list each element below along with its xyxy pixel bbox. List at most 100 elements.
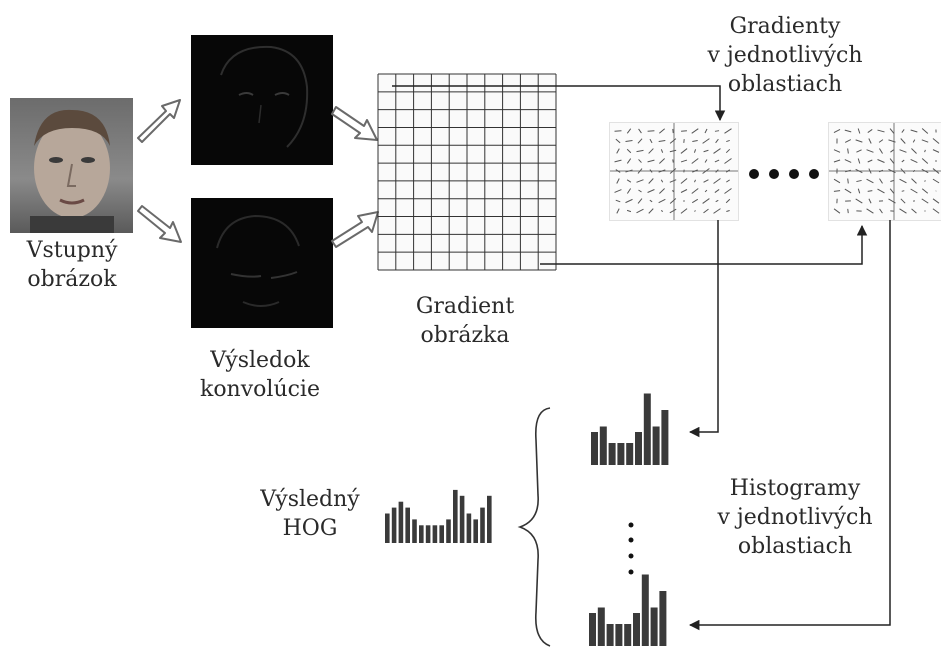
region-gradients-label-line1: Gradienty (729, 14, 841, 39)
gradient-vector (659, 158, 665, 164)
gradient-vector (669, 138, 677, 144)
histogram-result-hog (385, 489, 492, 543)
gradient-vector (888, 168, 896, 174)
ellipsis-dots (749, 169, 819, 179)
gradient-vector (615, 169, 621, 173)
gradient-vector (694, 179, 696, 183)
gradient-vector (910, 188, 918, 194)
input-face-image (10, 98, 133, 233)
gradient-vector (660, 149, 664, 153)
result-hog-label-line1: Výsledný (260, 487, 360, 512)
gradient-vector (867, 129, 873, 133)
gradient-vector (877, 188, 885, 194)
histogram-bar (617, 443, 625, 465)
gradient-vector (924, 180, 926, 182)
histogram-bar (591, 432, 598, 465)
gradient-vector (691, 158, 699, 164)
curly-brace (517, 407, 551, 647)
gradient-vector (899, 149, 907, 153)
region-histograms-label-line1: Histogramy (729, 476, 861, 501)
gradient-vector (921, 168, 929, 174)
image-gradient-label: Gradient obrázka (390, 292, 540, 350)
convolution-result-label: Výsledok konvolúcie (180, 346, 340, 404)
histogram-bar (661, 410, 669, 465)
input-image-label-line1: Vstupný (26, 238, 118, 263)
gradient-vector (703, 149, 709, 153)
histogram-bar (641, 574, 649, 646)
histogram-bar (432, 525, 438, 543)
gradient-vector (647, 189, 655, 193)
gradient-vector (637, 168, 643, 174)
gradient-vector (844, 188, 852, 194)
connector-lines (392, 85, 891, 631)
histogram-bar (650, 607, 658, 646)
gradient-vector (616, 208, 620, 214)
gradient-vector (912, 169, 916, 173)
gradient-vector (833, 159, 841, 163)
gradient-vector (900, 138, 906, 144)
input-image-label-line2: obrázok (27, 267, 117, 292)
histogram-bar (453, 489, 458, 543)
histogram-bar (419, 525, 424, 543)
gradient-vector (669, 179, 677, 183)
gradient-vector (921, 158, 929, 164)
gradient-vector (857, 188, 861, 194)
gradient-vector (626, 128, 632, 134)
gradient-vector (680, 189, 688, 193)
region-histograms-label: Histogramy v jednotlivých oblastiach (700, 474, 890, 561)
gradient-vector (692, 139, 698, 143)
gradient-vector (877, 129, 885, 133)
gradient-vector (715, 169, 719, 173)
gradient-vector (888, 198, 896, 204)
gradient-vector (879, 148, 883, 154)
gradient-vector (879, 178, 883, 184)
gradient-vector (932, 178, 940, 184)
gradient-vector (616, 178, 620, 184)
histogram-bar (385, 513, 390, 543)
gradient-vector (680, 178, 688, 184)
gradient-vector (889, 188, 895, 194)
gradient-vector (713, 148, 721, 154)
gradient-vector (704, 159, 708, 163)
gradient-vector (625, 198, 633, 204)
histogram-bar (624, 624, 632, 646)
arrow-face-to-top (137, 99, 181, 143)
gradient-vector (857, 128, 861, 134)
gradient-vector (715, 199, 719, 203)
gradient-vector (649, 199, 653, 203)
gradient-vector (912, 139, 916, 143)
gradient-vector (879, 208, 883, 214)
gradient-vector (669, 208, 677, 214)
histogram-bar (597, 607, 605, 646)
histogram-bar (405, 507, 410, 543)
gradient-vector (867, 190, 873, 192)
vertical-dots (628, 522, 634, 575)
gradient-vector (638, 128, 642, 134)
histogram-bar (459, 495, 465, 543)
gradient-vector (726, 210, 730, 212)
histogram-bar (635, 432, 642, 465)
convolution-image-top (191, 35, 333, 165)
gradient-vector (856, 149, 862, 153)
gradient-vector (713, 178, 721, 184)
gradient-vector (681, 130, 687, 132)
arrow-face-to-bottom (137, 205, 182, 243)
gradient-vector (660, 179, 664, 183)
gradient-vector (855, 198, 863, 204)
connector-grid-to-last-patch (540, 224, 868, 265)
region-gradients-label: Gradienty v jednotlivých oblastiach (690, 12, 880, 99)
convolution-edges-top (220, 45, 309, 148)
convolution-result-label-line1: Výsledok (210, 348, 310, 373)
gradient-vector (704, 189, 708, 193)
image-gradient-label-line2: obrázka (420, 323, 510, 348)
gradient-vector (615, 199, 621, 203)
gradient-vector (889, 128, 895, 134)
gradient-vector (844, 159, 852, 163)
gradient-vector (614, 189, 622, 193)
region-gradients-label-line3: oblastiach (727, 72, 843, 97)
gradient-vector (680, 159, 688, 163)
convolution-edges-bottom (216, 214, 300, 307)
gradient-vector (921, 139, 929, 143)
gradient-vector (856, 179, 862, 183)
gradient-vector (626, 148, 632, 154)
